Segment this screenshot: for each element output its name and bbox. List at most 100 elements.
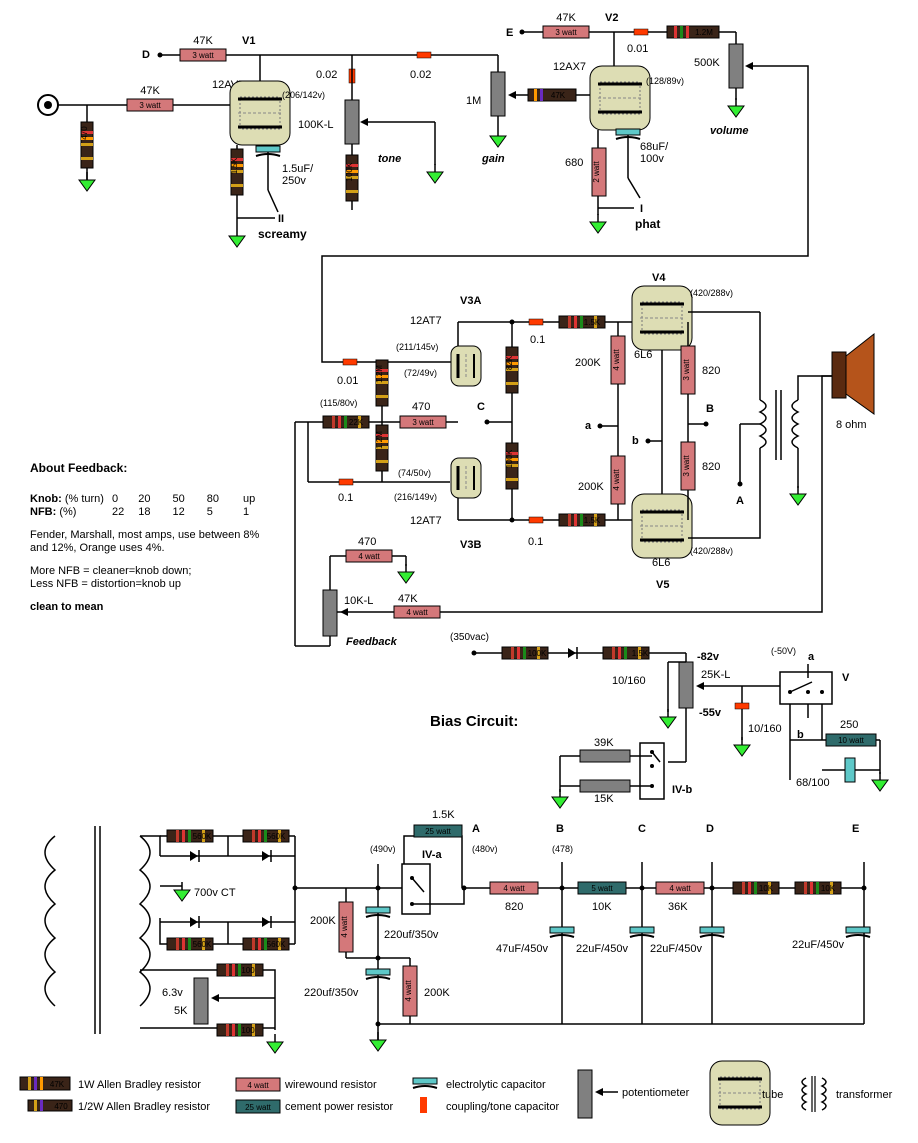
cap-220-a-label: 220uf/350v [384,929,439,941]
resistor-10k-cement-tag: 5 watt [591,884,613,893]
ground-icon [733,736,751,757]
speaker-label: 8 ohm [836,419,867,431]
resistor-200k-b [610,455,626,505]
legend-half-w-label: 1/2W Allen Bradley resistor [78,1101,210,1113]
resistor-470-label: 470 [80,126,89,140]
pot-5k[interactable] [193,977,209,1025]
resistor-39k-label: 39K [594,737,614,749]
ground-icon [489,127,507,148]
resistor-200k-psu-tag: 4 watt [340,916,349,938]
bias-title: Bias Circuit: [430,713,518,730]
legend-1w-label: 1W Allen Bradley resistor [78,1079,201,1091]
knob-value: up [242,493,256,505]
resistor-1-5k-cement [413,824,463,838]
switch-phat-label[interactable]: phat [635,217,660,231]
cap-10-160-b-label: 10/160 [748,723,782,735]
switch-iv-b-label: IV-b [672,784,692,796]
psu-node-c: C [638,823,646,835]
switch-v[interactable] [779,671,833,705]
resistor-820-psu-tag: 4 watt [503,884,525,893]
legend-transformer-icon [801,1077,808,1111]
tube-v2-type: 12AX7 [553,61,586,73]
resistor-22k-label: 22K [349,418,364,427]
legend-coupling-icon [420,1097,427,1113]
tone-label: tone [378,153,401,165]
feedback-table: Knob: (% turn) 0 20 50 80 up NFB: (%) 22… [30,493,259,519]
resistor-1-2m-a-label: 1.2M [375,365,384,383]
resistor-560k-a-label: 560K [193,832,212,841]
resistor-15k [579,779,631,793]
legend-cement-label: cement power resistor [285,1101,394,1113]
node-a-lower-label: a [585,420,592,432]
pot-volume[interactable] [728,43,744,89]
tube-v1-name: V1 [242,35,255,47]
resistor-82k-label: 82K [505,355,514,370]
about-feedback-title: About Feedback: [30,461,128,475]
pot-bias[interactable] [678,661,694,709]
tube-v4-icon [630,284,694,352]
pot-bias-value: 25K-L [701,669,730,681]
power-supply-section: 560K 560K 700v CT 560K 560K 100 100 6.3v… [44,809,871,1054]
feedback-label: Feedback [346,636,398,648]
cap-220-b-icon [365,968,391,980]
feedback-note-3: Less NFB = distortion=knob up [30,578,182,590]
resistor-250-label: 250 [840,719,858,731]
cap-0-1-b [528,318,544,326]
about-feedback-panel: About Feedback: Knob: (% turn) 0 20 50 8… [30,462,265,614]
resistor-47k-d-label: 47K [193,35,213,47]
resistor-47k-d-tag: 3 watt [192,51,214,60]
switch-iv-a[interactable] [401,863,431,915]
legend-tube-icon [708,1059,772,1127]
tube-v5-voltage: (420/288v) [690,546,733,556]
psu-v480: (480v) [472,844,498,854]
resistor-100k-pi-label: 100K [505,449,514,468]
pot-gain[interactable] [490,71,506,117]
resistor-200k-psu-label: 200K [310,915,336,927]
resistor-36k [655,881,705,895]
ground-icon [789,485,807,506]
resistor-200k-psu2 [402,965,418,1017]
cap-68-100-label: 68/100 [796,777,830,789]
tube-v3a-type: 12AT7 [410,315,442,327]
resistor-200k-b-tag: 4 watt [612,469,621,491]
ground-icon [551,788,569,809]
cap-68-100-icon [844,757,856,783]
resistor-200k-a-tag: 4 watt [612,349,621,371]
resistor-250 [825,733,877,747]
pot-100k-l[interactable] [344,99,360,145]
knob-label: Knob: (% turn) [30,493,104,505]
cap-22a-label: 22uF/450v [576,943,628,955]
cap-47uf-label: 47uF/450v [496,943,548,955]
bias-vac: (350vac) [450,632,489,643]
ground-icon [871,771,889,792]
bias-section: Bias Circuit: (350vac) 100K 1.5K -82v 25… [430,632,889,809]
power-ct-label: 700v CT [194,887,236,899]
feedback-section: 4 watt 470 10K-L 4 watt 47K Feedback [294,422,441,648]
tube-v3b-v1: (74/50v) [398,468,431,478]
legend-wirewound-icon [235,1077,281,1092]
switch-screamy-label[interactable]: screamy [258,227,307,241]
resistor-470-pi-label: 470 [412,401,430,413]
legend-cement-icon [235,1099,281,1114]
cap-22c-label: 22uF/450v [792,939,844,951]
cap-0-02-b-label: 0.02 [410,69,431,81]
resistor-100-b [216,1023,264,1037]
nfb-value: 22 [111,506,125,518]
tube-v2-icon [588,64,652,132]
cap-0-01-v2 [633,28,649,36]
resistor-1-2m-v2-label: 1.2M [695,28,713,37]
cap-0-1-b-label: 0.1 [530,334,545,346]
legend-electrolytic-label: electrolytic capacitor [446,1079,546,1091]
ground-icon [369,1031,387,1052]
pot-feedback[interactable] [322,589,338,637]
cap-0-1-c [528,516,544,524]
bias-v55: -55v [699,707,722,719]
resistor-200k-b-label: 200K [578,481,604,493]
resistor-1-5k-b-label: 1.5K [584,516,601,525]
ground-icon [228,227,246,248]
cap-0-01-pi-label: 0.01 [337,375,358,387]
resistor-560k-d-label: 560K [267,940,286,949]
bias-v50: (-50V) [771,646,796,656]
ground-icon [426,163,444,184]
resistor-47k-in [126,98,174,112]
